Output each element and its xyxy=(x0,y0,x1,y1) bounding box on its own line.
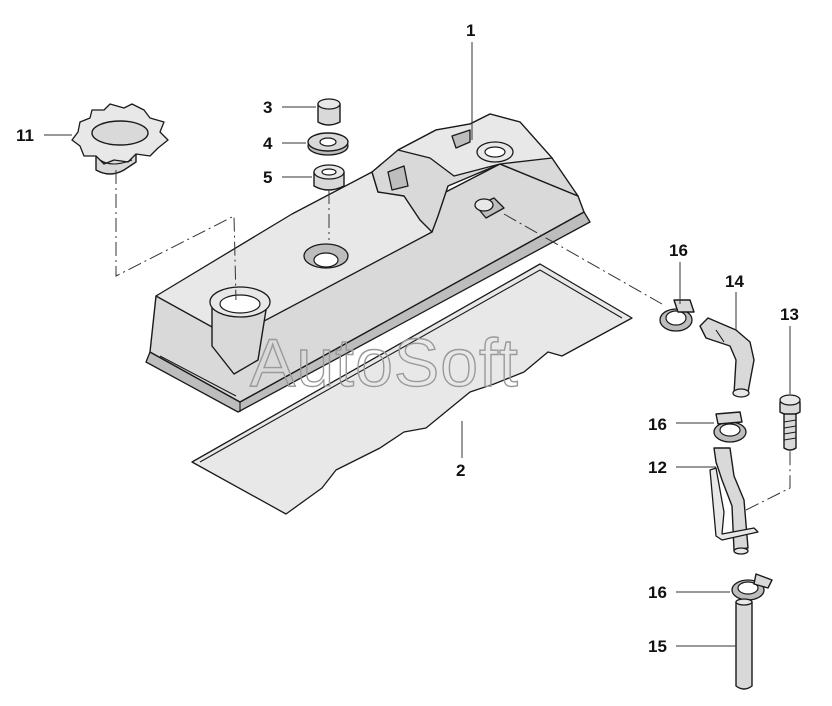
callout-16-lower: 16 xyxy=(648,583,667,602)
callout-13: 13 xyxy=(780,305,799,324)
valve-cover-part-1 xyxy=(145,113,591,413)
breather-hose-part-12 xyxy=(709,447,759,555)
callout-2: 2 xyxy=(456,461,465,480)
callout-1: 1 xyxy=(466,21,475,40)
callout-11: 11 xyxy=(16,126,34,145)
assembly-lines xyxy=(115,170,791,511)
breather-hose-part-14 xyxy=(699,317,755,398)
bolt-part-3 xyxy=(317,98,341,126)
washer-part-4 xyxy=(307,132,349,156)
tube-part-15 xyxy=(735,598,753,690)
callout-16-middle: 16 xyxy=(648,415,667,434)
grommet-part-5 xyxy=(313,164,345,191)
callout-5: 5 xyxy=(263,168,272,187)
leader-lines xyxy=(44,42,791,647)
callout-14: 14 xyxy=(725,272,744,291)
hose-clamp-part-16-upper xyxy=(659,299,695,332)
callout-15: 15 xyxy=(648,637,667,656)
watermark: AutoSoft xyxy=(250,325,519,401)
callout-12: 12 xyxy=(648,458,667,477)
callout-labels: 1 2 3 4 5 11 12 13 14 15 16 16 16 xyxy=(16,21,799,656)
hose-clamp-part-16-middle xyxy=(713,411,747,443)
bolt-part-13 xyxy=(779,394,801,451)
gasket-part-2 xyxy=(191,263,633,515)
callout-3: 3 xyxy=(263,98,272,117)
oil-filler-cap-part-11 xyxy=(71,103,169,175)
hose-clamp-part-16-lower xyxy=(731,573,773,601)
callout-4: 4 xyxy=(263,134,273,153)
callout-16-upper: 16 xyxy=(669,241,688,260)
